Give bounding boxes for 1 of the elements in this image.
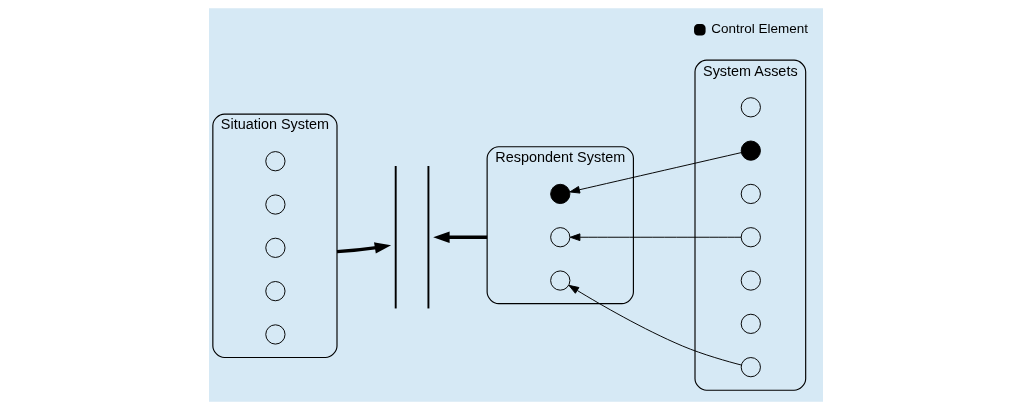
legend-label: Control Element	[711, 21, 808, 37]
